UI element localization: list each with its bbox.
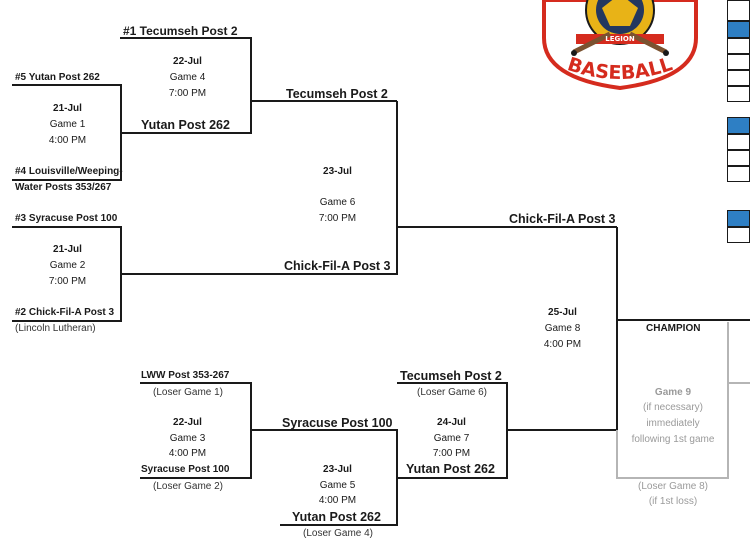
game9-note3: following 1st game <box>631 434 715 445</box>
game5-top-team: Syracuse Post 100 <box>282 416 393 430</box>
seed4-team-line2: Water Posts 353/267 <box>15 182 112 193</box>
game6-label: Game 6 <box>319 197 356 208</box>
game4-label: Game 4 <box>169 72 206 83</box>
game3-time: 4:00 PM <box>168 448 207 459</box>
game8-top-team: Chick-Fil-A Post 3 <box>509 212 616 226</box>
game8-label: Game 8 <box>544 323 581 334</box>
game3-label: Game 3 <box>169 433 206 444</box>
game8-date: 25-Jul <box>548 307 577 318</box>
game2-winner: Chick-Fil-A Post 3 <box>284 259 391 273</box>
game5-date: 23-Jul <box>323 464 352 475</box>
seed1-team: #1 Tecumseh Post 2 <box>123 24 238 38</box>
seed3-team: #3 Syracuse Post 100 <box>15 213 118 224</box>
game3-date: 22-Jul <box>173 417 202 428</box>
game7-time: 7:00 PM <box>432 448 471 459</box>
game9-label: Game 9 <box>654 387 692 398</box>
game5-label: Game 5 <box>319 480 356 491</box>
game9-note1: (if necessary) <box>642 402 703 413</box>
legion-baseball-logo: BASEBALL LEGION <box>542 0 698 90</box>
game5-bottom-team: Yutan Post 262 <box>292 510 381 524</box>
seed2-note: (Lincoln Lutheran) <box>15 323 96 334</box>
seed5-team: #5 Yutan Post 262 <box>15 72 100 83</box>
game9-loser-note1: (Loser Game 8) <box>637 481 709 492</box>
game1-label: Game 1 <box>49 119 86 130</box>
game3-bottom-team: Syracuse Post 100 <box>141 464 230 475</box>
game7-bottom-team: Yutan Post 262 <box>406 462 495 476</box>
game9-loser-note2: (if 1st loss) <box>648 496 698 507</box>
game6-time: 7:00 PM <box>318 213 357 224</box>
game2-date: 21-Jul <box>53 244 82 255</box>
game6-date: 23-Jul <box>323 166 352 177</box>
game4-winner: Yutan Post 262 <box>141 118 230 132</box>
game8-time: 4:00 PM <box>543 339 582 350</box>
game7-top-note: (Loser Game 6) <box>416 387 488 398</box>
logo-ring-text: LEGION <box>605 35 635 43</box>
seed4-team-line1: #4 Louisville/Weeping- <box>15 166 123 177</box>
game7-label: Game 7 <box>433 433 470 444</box>
game3-bottom-note: (Loser Game 2) <box>152 481 224 492</box>
game1-time: 4:00 PM <box>48 135 87 146</box>
seed2-team: #2 Chick-Fil-A Post 3 <box>15 307 115 318</box>
game7-date: 24-Jul <box>437 417 466 428</box>
game6-top-team: Tecumseh Post 2 <box>286 87 388 101</box>
game5-time: 4:00 PM <box>318 495 357 506</box>
game3-top-team: LWW Post 353-267 <box>141 370 230 381</box>
game3-top-note: (Loser Game 1) <box>152 387 224 398</box>
champion-label: CHAMPION <box>646 323 701 334</box>
game5-bottom-note: (Loser Game 4) <box>302 528 374 539</box>
game7-top-team: Tecumseh Post 2 <box>400 369 502 383</box>
game4-time: 7:00 PM <box>168 88 207 99</box>
game1-date: 21-Jul <box>53 103 82 114</box>
game2-time: 7:00 PM <box>48 276 87 287</box>
game4-date: 22-Jul <box>173 56 202 67</box>
game2-label: Game 2 <box>49 260 86 271</box>
game9-note2: immediately <box>646 418 700 429</box>
